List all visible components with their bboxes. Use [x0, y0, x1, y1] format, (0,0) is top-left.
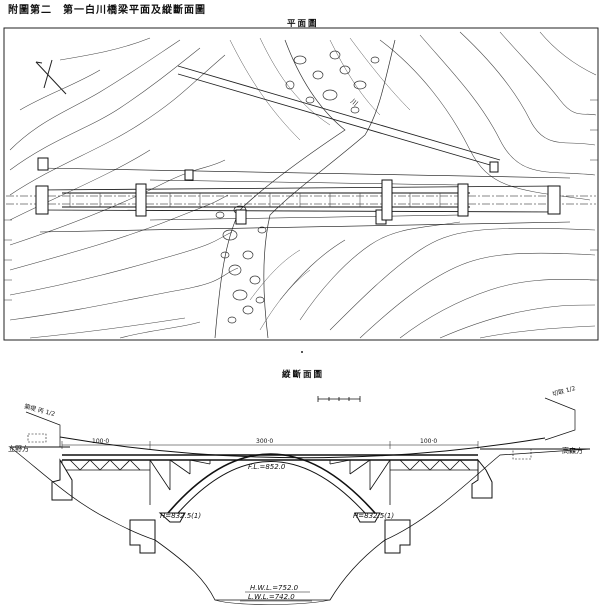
span-dimension-lines [61, 441, 479, 449]
right-springing-label: H=832.5(1) [353, 512, 394, 520]
right-end-label: 高森方 [562, 446, 583, 455]
plan-piers [35, 157, 561, 225]
rail-profile-line [59, 436, 546, 459]
river-name-label: 川 [349, 97, 360, 108]
plan-frame [3, 27, 599, 341]
rail-level-label: F.L.=852.0 [248, 463, 286, 471]
approach-truss-left [61, 459, 150, 471]
arch-rib [167, 453, 376, 514]
right-ground-profile [384, 448, 591, 541]
contour-lines-right [279, 31, 597, 339]
river-channel [214, 39, 396, 339]
plan-deck-hatching [69, 193, 441, 207]
left-springing-label: H=832.5(1) [160, 512, 201, 520]
valley-bottom [214, 599, 331, 605]
scale-bar [317, 396, 361, 402]
left-end-label: 立野方 [8, 444, 29, 453]
end-markers [27, 433, 532, 460]
bridge-deck [62, 454, 478, 461]
left-ground-profile [9, 446, 156, 541]
valley-profile [154, 539, 386, 601]
lwl-label: L.W.L.=742.0 [248, 593, 295, 601]
approach-truss-right [390, 459, 479, 471]
plan-view [3, 27, 599, 341]
figure-title: 附圖第二 第一白川橋梁平面及縱斷面圖 [8, 5, 206, 16]
span-right-label: 100·0 [420, 438, 437, 445]
north-arrow-icon [35, 59, 67, 95]
railway-alignment [6, 167, 596, 233]
contour-lines-left [9, 37, 239, 339]
old-road [177, 65, 501, 168]
contour-lines-center [229, 37, 411, 331]
spandrel-bracing [149, 459, 391, 505]
span-center-label: 300·0 [256, 438, 273, 445]
elevation-piers [51, 458, 493, 554]
right-slope-note: 切取 1/2 [552, 385, 577, 398]
plan-edge-ticks [4, 99, 598, 301]
hwl-label: H.W.L.=752.0 [250, 584, 299, 592]
span-left-label: 100·0 [92, 438, 109, 445]
separator-dot [301, 351, 303, 353]
ground-lines [10, 397, 590, 450]
elevation-view [9, 396, 591, 605]
plan-view-title: 平面圖 [287, 19, 319, 29]
left-slope-note: 築堤 丙 1/2 [23, 402, 56, 418]
elevation-view-title: 縱斷面圖 [282, 370, 325, 380]
